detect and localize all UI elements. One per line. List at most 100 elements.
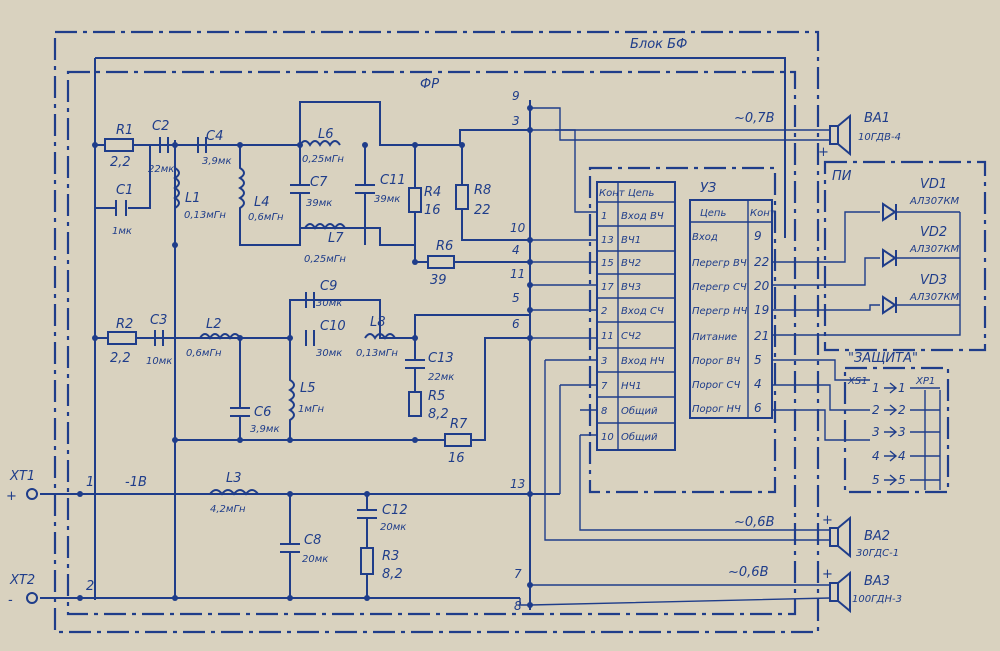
connector-right-circuit: Порог СЧ xyxy=(692,380,741,391)
block-zashchita-outline xyxy=(843,366,950,494)
xp1-pin: 4 xyxy=(898,449,906,463)
R5-name: R5 xyxy=(428,389,445,404)
terminal-xt2 xyxy=(26,592,38,604)
block-uz-outline xyxy=(588,166,777,494)
speaker-ba2-polarity: + xyxy=(822,513,833,528)
L3-value: 4,2мГн xyxy=(210,504,246,515)
xs-xp-contact xyxy=(884,474,940,486)
block-fr-outline xyxy=(66,70,797,616)
connector-left-pin: 17 xyxy=(601,282,614,293)
terminal-xt1-label: XT1 xyxy=(9,469,35,484)
connector-left-pin: 1 xyxy=(601,211,607,222)
junction xyxy=(172,242,178,248)
connector-left-pin: 3 xyxy=(601,356,607,367)
junction xyxy=(287,491,293,497)
block-bf-label: Блок БФ xyxy=(630,37,687,52)
speaker-BA2 xyxy=(829,515,851,559)
connector-right-circuit: Порог НЧ xyxy=(692,404,741,415)
C13-value: 22мк xyxy=(428,372,454,383)
junction xyxy=(412,437,418,443)
capacitor-C2-plates xyxy=(159,137,169,153)
connector-right-pin: 22 xyxy=(754,255,769,269)
block-zashchita-label: "ЗАЩИТА" xyxy=(848,351,918,366)
L4-name: L4 xyxy=(254,195,270,210)
C11-value: 39мк xyxy=(374,194,400,205)
connector-right-col-kont: Конт xyxy=(750,208,777,219)
led-vd2-label: VD2 xyxy=(920,225,947,240)
L7-value: 0,25мГн xyxy=(304,254,346,265)
R4-value: 16 xyxy=(424,203,441,218)
connector-right-grid xyxy=(690,200,772,418)
junction xyxy=(459,142,465,148)
wire-hf-top xyxy=(95,101,530,146)
junction xyxy=(172,595,178,601)
inductor-L7-coil xyxy=(304,223,346,230)
L4-value: 0,6мГн xyxy=(248,212,284,223)
connector-right-col-circuit: Цепь xyxy=(700,208,726,219)
wire-ba1 xyxy=(530,107,830,141)
resistor-R4 xyxy=(408,187,422,213)
led-vd3 xyxy=(882,295,960,315)
resistor-R6 xyxy=(427,255,455,269)
junction xyxy=(297,142,303,148)
fr-pin-label: 5 xyxy=(512,291,520,305)
voltage-main-label: -1В xyxy=(125,475,147,490)
capacitor-C3-plates xyxy=(154,330,164,346)
junction xyxy=(92,335,98,341)
R4-name: R4 xyxy=(424,185,441,200)
connector-right-circuit: Порог ВЧ xyxy=(692,356,740,367)
speaker-BA1 xyxy=(829,113,851,157)
xs1-pin: 2 xyxy=(872,403,880,417)
connector-left-circuit: ВЧ2 xyxy=(621,258,641,269)
R1-name: R1 xyxy=(116,123,133,138)
junction xyxy=(362,142,368,148)
xs1-pin: 4 xyxy=(872,449,880,463)
xs1-label: XS1 xyxy=(847,376,868,387)
capacitor-C11-plates xyxy=(355,145,375,245)
C9-value: 30мк xyxy=(316,298,342,309)
connector-right-circuit: Вход xyxy=(692,232,718,243)
junction xyxy=(412,335,418,341)
junction xyxy=(92,142,98,148)
C10-value: 30мк xyxy=(316,348,342,359)
resistor-R3 xyxy=(360,547,374,575)
fr-pin-label: 9 xyxy=(512,89,520,103)
capacitor-C10-plates xyxy=(305,330,315,346)
connector-right-pin: 6 xyxy=(754,401,762,415)
led-vd2-model: АЛ307КМ xyxy=(909,244,960,255)
connector-left-circuit: Вход СЧ xyxy=(621,306,664,317)
capacitor-C12-plates xyxy=(357,494,377,548)
junction xyxy=(412,142,418,148)
connector-right-pin: 20 xyxy=(754,279,770,293)
R5-value: 8,2 xyxy=(428,407,449,422)
L8-name: L8 xyxy=(370,315,386,330)
L1-value: 0,13мГн xyxy=(184,210,226,221)
xp1-label: XP1 xyxy=(915,376,935,387)
wire-ba3 xyxy=(519,584,831,606)
junction xyxy=(237,437,243,443)
C2-value: 22мк xyxy=(148,164,174,175)
wire-mf-bottom xyxy=(175,337,530,441)
junction xyxy=(412,259,418,265)
fr-pin-label: 4 xyxy=(512,243,520,257)
connector-left-circuit: СЧ2 xyxy=(621,331,641,342)
xs-xp-contact xyxy=(884,404,940,416)
C7-value: 39мк xyxy=(306,198,332,209)
junction xyxy=(287,335,293,341)
C8-value: 20мк xyxy=(302,554,328,565)
R8-value: 22 xyxy=(474,203,491,218)
xp1-pin: 2 xyxy=(898,403,906,417)
inductor-L3-coil xyxy=(209,489,259,496)
inductor-L1-coil xyxy=(173,167,180,209)
connector-left-pin: 2 xyxy=(601,306,607,317)
speaker-ba2-model: 30ГДС-1 xyxy=(856,548,899,559)
block-uz-label: УЗ xyxy=(700,181,716,196)
C1-value: 1мк xyxy=(112,226,132,237)
connector-right-pin: 19 xyxy=(754,303,769,317)
connector-left-circuit: Общий xyxy=(621,431,658,443)
wires-uz-to-pi xyxy=(772,211,961,441)
resistor-R7 xyxy=(444,433,472,447)
